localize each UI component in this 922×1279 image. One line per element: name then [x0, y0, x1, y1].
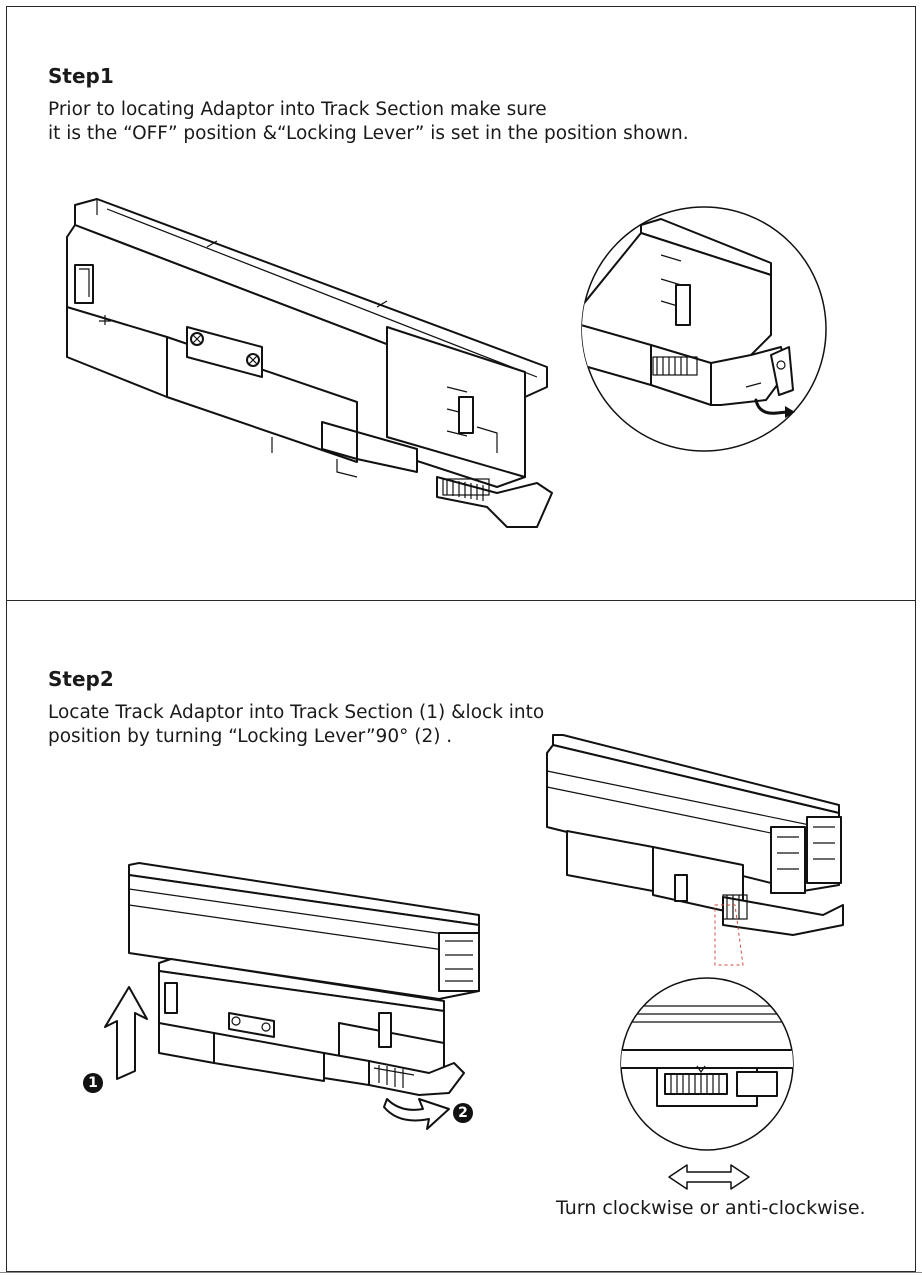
double-arrow-icon [668, 1164, 750, 1190]
track-assembly-illustration [104, 862, 480, 1130]
rotation-caption: Turn clockwise or anti-clockwise. [556, 1197, 866, 1219]
page-bottom-edge [0, 1272, 922, 1279]
assembled-view [546, 734, 844, 966]
step2-instruction: Locate Track Adaptor into Track Section … [48, 701, 548, 749]
marker-1: 1 [83, 1073, 103, 1093]
step2-title: Step2 [48, 667, 114, 691]
step1-section: Step1 Prior to locating Adaptor into Tra… [7, 7, 915, 600]
step2-instruction-line: Locate Track Adaptor into Track Section … [48, 702, 545, 723]
instruction-sheet: Step1 Prior to locating Adaptor into Tra… [6, 6, 916, 1272]
step1-instruction-line: Prior to locating Adaptor into Track Sec… [48, 99, 547, 120]
locking-lever-detail [581, 206, 827, 452]
step1-instruction-line: it is the “OFF” position &“Locking Lever… [48, 123, 689, 144]
adaptor-illustration [66, 198, 553, 528]
step2-instruction-line: position by turning “Locking Lever”90° (… [48, 726, 453, 747]
locking-lever-zoom [620, 977, 794, 1151]
step1-title: Step1 [48, 64, 114, 88]
marker-2: 2 [453, 1103, 473, 1123]
step2-section: Step2 Locate Track Adaptor into Track Se… [7, 601, 915, 1271]
step1-instruction: Prior to locating Adaptor into Track Sec… [48, 98, 708, 146]
section-divider [7, 600, 915, 601]
